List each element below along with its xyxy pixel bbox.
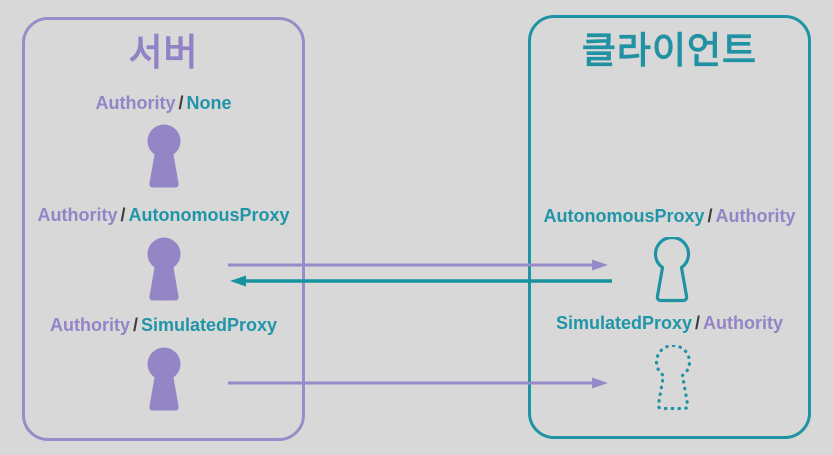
outline-pawn-icon xyxy=(653,237,691,303)
role-separator: / xyxy=(695,313,701,333)
client-box: 클라이언트 AutonomousProxy/Authority Simulate… xyxy=(528,15,811,439)
dotted-pawn-icon xyxy=(654,345,692,411)
server-role-second: AutonomousProxy xyxy=(128,205,290,225)
server-box-title: 서버 xyxy=(128,32,199,73)
filled-pawn-icon xyxy=(147,347,181,411)
client-role-label-autonomous: AutonomousProxy/Authority xyxy=(531,205,808,227)
server-role-first: Authority xyxy=(95,93,176,113)
role-separator: / xyxy=(120,205,126,225)
role-separator: / xyxy=(707,206,713,226)
client-box-title: 클라이언트 xyxy=(581,30,758,71)
client-role-first: AutonomousProxy xyxy=(543,206,705,226)
server-role-first: Authority xyxy=(37,205,118,225)
server-role-label-autonomous: Authority/AutonomousProxy xyxy=(25,204,302,226)
server-role-label-none: Authority/None xyxy=(25,92,302,114)
server-role-second: None xyxy=(186,93,232,113)
role-separator: / xyxy=(132,315,138,335)
server-role-second: SimulatedProxy xyxy=(140,315,278,335)
server-role-first: Authority xyxy=(49,315,130,335)
filled-pawn-icon xyxy=(147,124,181,188)
client-role-first: SimulatedProxy xyxy=(555,313,693,333)
role-separator: / xyxy=(178,93,184,113)
filled-pawn-icon xyxy=(147,237,181,301)
client-role-second: Authority xyxy=(703,313,784,333)
client-role-second: Authority xyxy=(715,206,796,226)
server-box: 서버 Authority/None Authority/AutonomousPr… xyxy=(22,17,305,441)
server-role-label-simulated: Authority/SimulatedProxy xyxy=(25,314,302,336)
client-role-label-simulated: SimulatedProxy/Authority xyxy=(531,312,808,334)
